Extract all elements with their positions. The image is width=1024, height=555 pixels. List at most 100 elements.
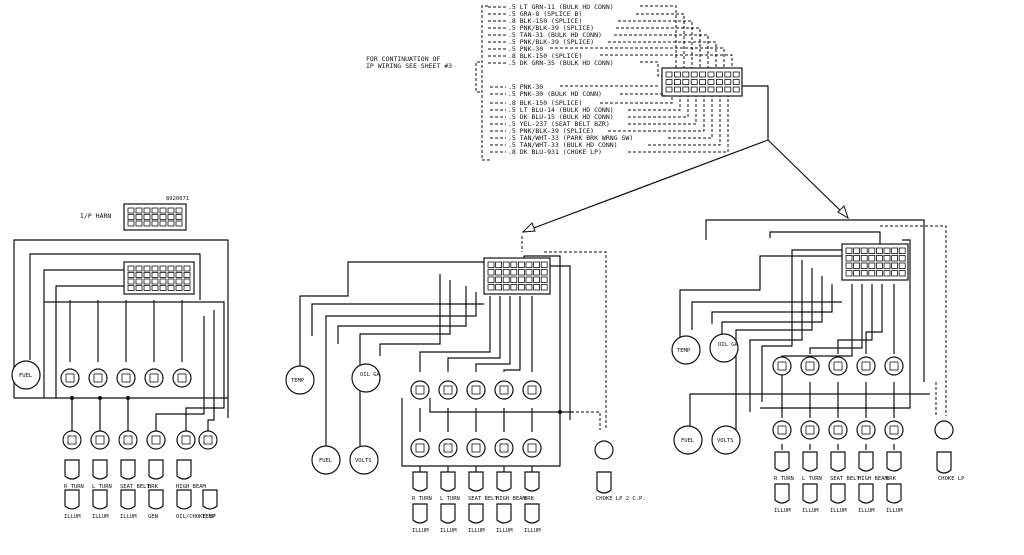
connector-pin [143,214,151,220]
bulb [496,471,512,492]
connector-pin [175,278,183,285]
continuation-note-line1: FOR CONTINUATION OF [366,55,440,63]
top-wire-bottom [628,96,729,153]
splice-dot [558,410,562,414]
connector-pin [525,261,533,268]
lamp-socket [861,425,871,435]
leader-arrow-right [767,139,849,219]
connector-pin [143,265,151,272]
choke-label: CHOKE LP [938,476,965,482]
wire [155,316,205,432]
connector-pin [175,272,183,278]
bulb [858,451,874,472]
wire-label: .8 BLK-150 (SPLICE) [508,52,582,60]
connector-pin [898,262,906,269]
connector-pin [167,285,175,291]
bulb-label: GEN [148,514,158,520]
connector-pin [533,269,540,276]
connector-pin [724,86,732,93]
connector-pin [167,265,175,272]
connector-pin [151,278,159,285]
top-bottom-wire-labels: .5 PNK-30.5 PNK-30 (BULK HD CONN).8 BLK-… [490,83,633,156]
bulb-label: ILLUM [858,508,875,514]
choke-bulb [596,471,612,494]
connector-pin [682,79,690,85]
bulb-label: L TURN [802,476,822,482]
connector-pin [183,278,191,285]
connector-pin [175,207,183,214]
top-wire-bottom [620,93,665,96]
connector-pin [665,86,673,93]
connector-pin [845,255,853,262]
bulb-label: L TURN [440,496,460,502]
connector-pin [159,278,167,285]
wire-label: .8 BLK-150 (SPLICE) [508,99,582,107]
connector-pin [732,79,740,85]
connector-pin [540,276,548,283]
lamp-socket [443,443,453,453]
connector-pin [510,261,518,268]
connector-pin [495,284,503,291]
left-connector-pins [127,265,191,291]
dashed-wire [880,225,947,416]
bulb [440,471,456,492]
bulb [148,489,164,510]
connector-pin [135,272,143,278]
connector-pin [891,262,898,269]
wire-label: .5 PNK/BLK-39 (SPLICE) [508,127,594,135]
connector-pin [159,207,167,214]
bulb [774,483,790,504]
top-wire-drop [608,41,717,68]
wire-label: .5 LT BLU-14 (BULK HD CONN) [508,106,614,114]
connector-pin [127,285,135,291]
bulb-label: ILLUM [830,508,847,514]
wire-label: .5 PNK-30 [508,83,543,91]
lamp-socket [203,435,213,445]
connector-pin [159,214,167,220]
wire-label: .5 TAN/WHT-33 (PARK BRK WRNG SW) [508,134,633,142]
top-wire-drop [618,20,693,68]
connector-pin [868,247,876,254]
wire [44,301,225,432]
connector-pin [502,276,510,283]
bulb [412,503,428,524]
connector-pin [876,270,883,277]
wire [705,219,925,382]
connector-pin [533,276,540,283]
wire-label: .5 GRA-8 (SPLICE B) [508,10,582,18]
connector-pin [151,220,159,227]
connector-pin [183,285,191,291]
top-wire-drop [640,61,662,77]
bulb [120,489,136,510]
bulb-label: R TURN [64,484,84,490]
connector-pin [732,86,740,93]
wire-label: .8 DK BLU-931 (CHOKE LP) [508,148,602,156]
connector-pin [845,262,853,269]
lamp-socket [415,443,425,453]
top-wire-bottom [648,96,721,146]
connector-pin [724,71,732,78]
connector-pin [143,272,151,278]
lamp-socket [861,361,871,371]
connector-pin [175,285,183,291]
leader-line [742,85,769,140]
lamp-socket [121,373,131,383]
lamp-socket [67,435,77,445]
connector-pin [510,276,518,283]
connector-pin [853,255,860,262]
wire [769,231,881,244]
left-cluster-connector [123,261,195,295]
right-connector-pins [845,247,906,277]
bulb-label: SEAT BELT [120,484,150,490]
oil-gauge-label: OIL GA [360,372,381,378]
connector-pin [876,247,883,254]
lamp-socket [415,385,425,395]
volts-gauge [711,425,741,455]
connector-pin [167,278,175,285]
wire-label: .5 TAN/WHT-33 (BULK HD CONN) [508,141,618,149]
lamp-socket [805,425,815,435]
connector-pin [175,265,183,272]
